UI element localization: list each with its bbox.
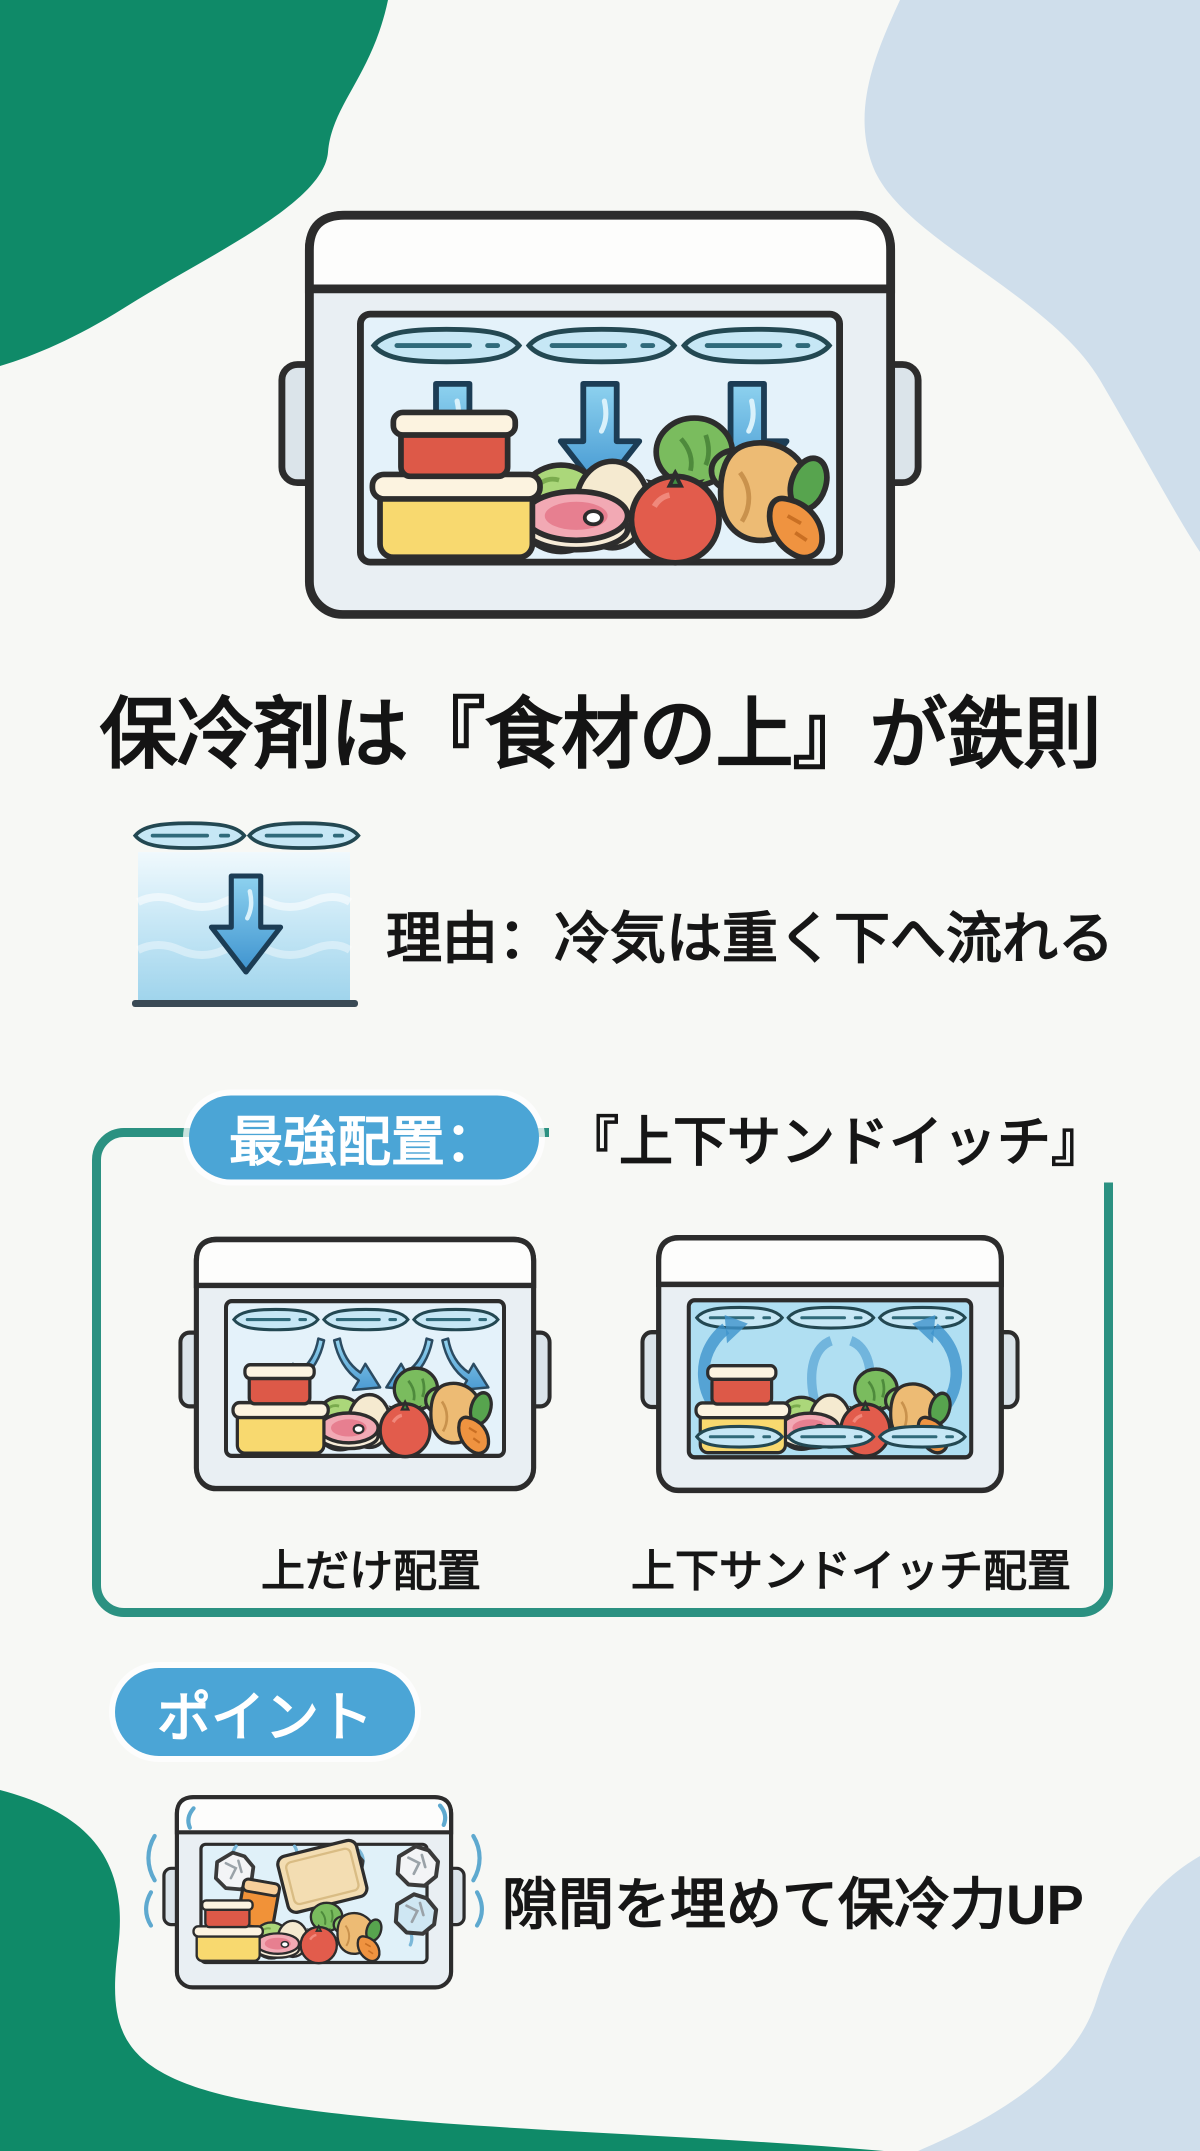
point-label: 隙間を埋めて保冷力UP [502,1873,1084,1936]
caption-top-only: 上だけ配置 [261,1547,481,1596]
reason-label: 理由：冷気は重く下へ流れる [386,907,1114,970]
point-badge: ポイント [115,1668,415,1756]
sandwich-cooler-illustration [639,1223,1021,1499]
blob-bottom-right [918,1856,1200,2151]
caption-sandwich: 上下サンドイッチ配置 [631,1547,1071,1596]
best-layout-badge: 最強配置： [189,1095,539,1179]
blob-bottom-left [0,1790,884,2151]
best-layout-panel: 最強配置： 『上下サンドイッチ』 [92,1091,1121,1617]
cold-air-sinks-illustration [132,821,361,1007]
gap-filled-cooler-illustration [144,1776,484,2016]
crumpled-paper-icon [398,1846,438,1885]
motion-lines-icon [144,1803,484,1928]
best-layout-header: 最強配置： 『上下サンドイッチ』 [189,1091,1121,1183]
best-layout-heading: 『上下サンドイッチ』 [549,1091,1121,1183]
crumpled-towel-icon [396,1894,436,1933]
blob-top-left [0,0,388,366]
ice-pack-icon [247,821,361,850]
hero-cooler-illustration [276,192,924,628]
ice-pack-icon [133,821,247,850]
page-title: 保冷剤は『食材の上』が鉄則 [99,690,1101,778]
bread-slice-icon [276,1838,369,1914]
top-only-cooler-illustration [177,1225,553,1497]
blob-top-right [864,0,1200,552]
